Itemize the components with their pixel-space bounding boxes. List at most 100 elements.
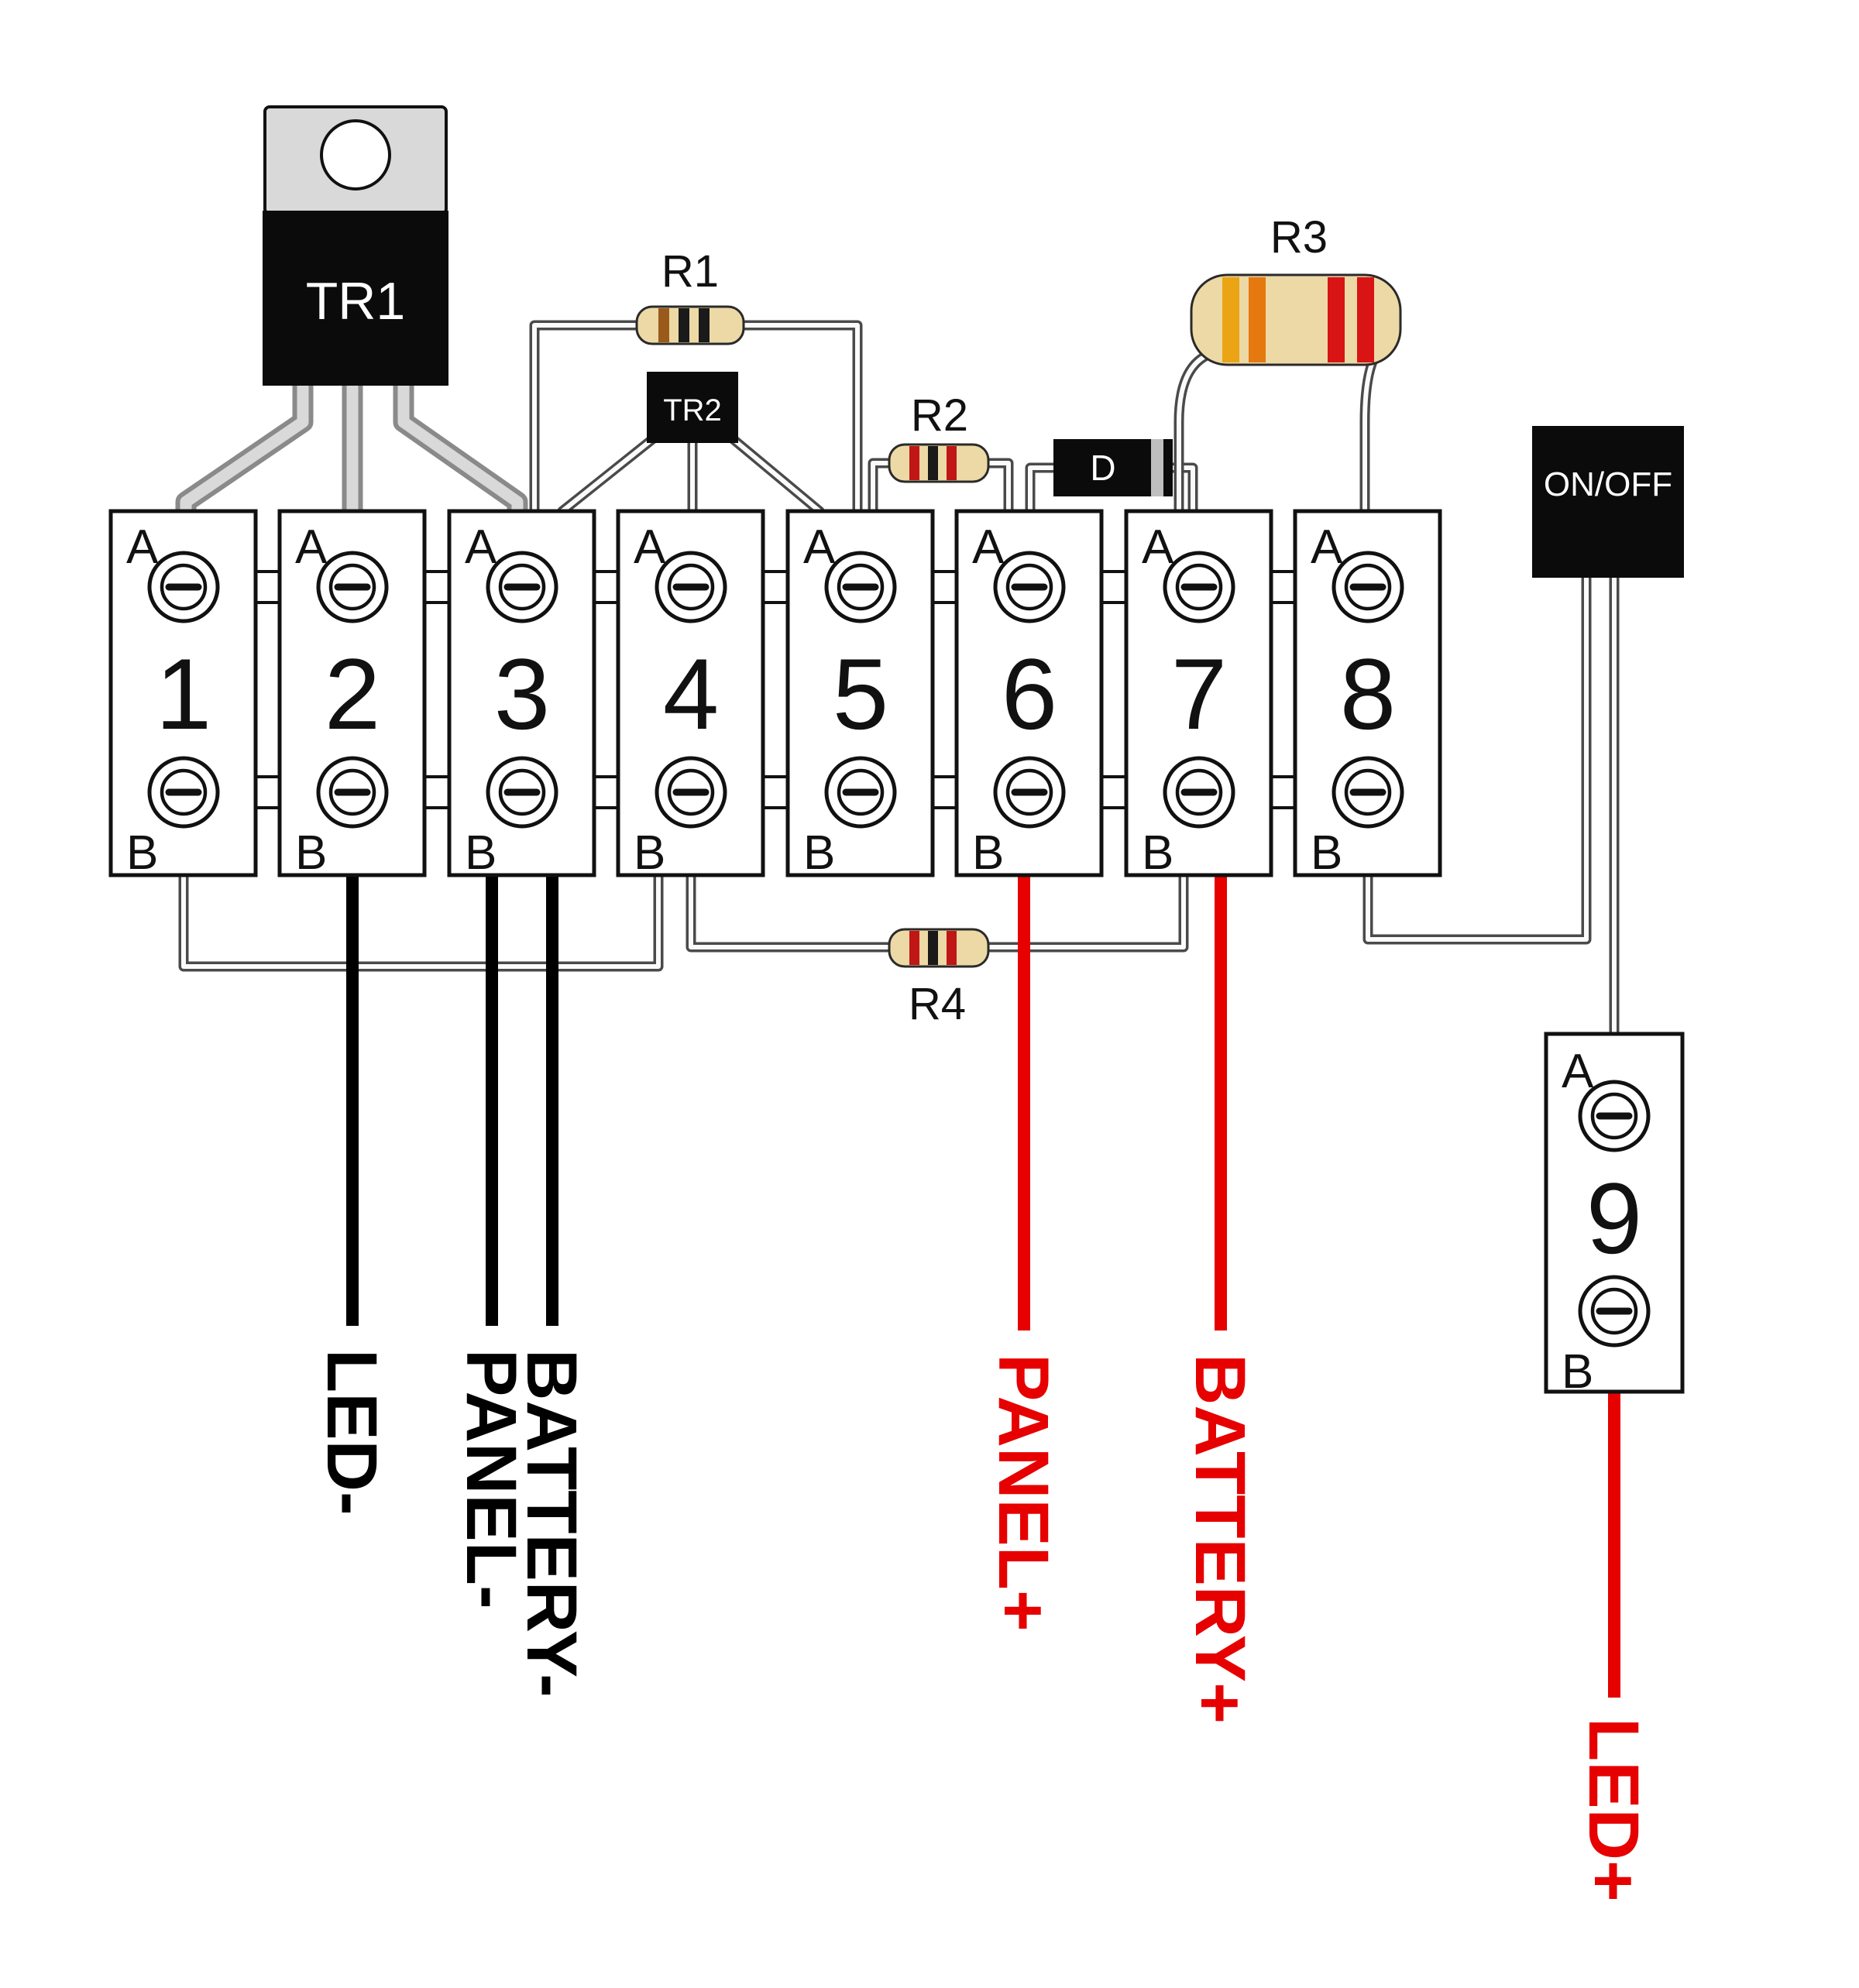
terminal-block-7: A 7 B: [1124, 509, 1273, 880]
wire-label-battery-positive: BATTERY+: [1180, 1354, 1259, 1724]
wire-r2-to-block6: [983, 458, 1014, 517]
r1-band: [658, 308, 669, 342]
wire-r4-to-block7: [981, 870, 1189, 953]
power-wires: [346, 875, 1620, 1698]
resistor-r4: R4: [888, 928, 990, 1029]
resistor-r3: R3: [1190, 212, 1402, 366]
diode-d: D: [1053, 439, 1173, 496]
terminal-block-1: A 1 B: [108, 509, 258, 880]
terminal-block-5: A 5 B: [785, 509, 935, 880]
terminal-number: 7: [1171, 637, 1227, 750]
terminal-label-a: A: [1562, 1045, 1594, 1098]
r4-label: R4: [909, 979, 966, 1029]
r3-band: [1222, 277, 1239, 362]
r2-band: [909, 446, 919, 480]
tr1-body: [263, 211, 448, 386]
switch-label: ON/OFF: [1544, 465, 1672, 503]
transistor-tr2: TR2: [647, 372, 738, 443]
wire-tr2-right-leg: [729, 435, 822, 513]
r2-band: [947, 446, 957, 480]
wire-labels: LED- PANEL- BATTERY- PANEL+ BATTERY+ LED…: [312, 1349, 1653, 1902]
wire-block1-to-block4: [181, 873, 661, 969]
tr1-label: TR1: [306, 272, 405, 331]
r4-band: [928, 931, 938, 965]
terminal-label-a: A: [803, 520, 836, 574]
wire-block4-to-r4: [686, 870, 898, 953]
wire-r2-to-block5: [868, 458, 896, 517]
r1-label: R1: [661, 246, 719, 297]
r3-label: R3: [1270, 212, 1328, 263]
wire-block4-to-r4: [689, 873, 895, 949]
diode-label: D: [1090, 448, 1115, 488]
wire-r1-to-block3: [529, 320, 642, 517]
wire-label-battery-negative: BATTERY-: [512, 1349, 591, 1698]
diode-cathode-stripe: [1151, 439, 1163, 496]
terminal-number: 4: [663, 637, 719, 750]
wire-diode-to-block6: [1025, 462, 1060, 517]
terminal-label-a: A: [1311, 520, 1343, 574]
wire-block8-to-switch: [1366, 575, 1589, 942]
wire-r1-to-block3: [532, 323, 639, 513]
resistor-r1: R1: [635, 246, 745, 345]
wire-label-led-positive: LED+: [1574, 1718, 1653, 1902]
terminal-label-a: A: [295, 520, 328, 574]
hookup-wires: [175, 320, 1620, 1043]
r1-band: [699, 308, 710, 342]
r4-band: [947, 931, 957, 965]
r3-band: [1249, 277, 1266, 362]
switch-body: [1532, 426, 1684, 578]
resistor-r2: R2: [888, 390, 990, 483]
terminal-number: 8: [1340, 637, 1396, 750]
wire-label-panel-negative: PANEL-: [452, 1349, 531, 1609]
terminal-number: 3: [494, 637, 550, 750]
terminal-label-b: B: [295, 826, 327, 880]
transistor-tr1: TR1: [263, 105, 448, 386]
terminal-number: 5: [833, 637, 888, 750]
r1-body: [635, 305, 745, 345]
terminal-block-8: A 8 B: [1293, 509, 1442, 880]
terminal-number: 1: [156, 637, 211, 750]
tr1-mounting-hole: [320, 119, 391, 191]
r2-label: R2: [911, 390, 968, 441]
terminal-label-b: B: [972, 826, 1004, 880]
r4-body: [888, 928, 990, 968]
wire-tr2-left-leg: [560, 435, 657, 513]
wire-r4-to-block7: [984, 873, 1186, 949]
tr1-leg-left: [180, 386, 309, 511]
wire-r2-to-block6: [986, 461, 1011, 513]
terminal-label-a: A: [972, 520, 1005, 574]
terminal-label-a: A: [126, 520, 159, 574]
terminal-label-b: B: [1311, 826, 1342, 880]
terminal-block-3: A 3 B: [447, 509, 596, 880]
terminal-block-4: A 4 B: [616, 509, 765, 880]
terminal-label-a: A: [465, 520, 497, 574]
on-off-switch: ON/OFF: [1532, 426, 1684, 578]
r2-body: [888, 443, 990, 483]
r3-band: [1328, 277, 1345, 362]
terminal-label-a: A: [1142, 520, 1174, 574]
wire-label-led-negative: LED-: [312, 1349, 391, 1516]
terminal-label-b: B: [803, 826, 835, 880]
tr1-leg-right: [397, 386, 524, 511]
wire-r2-to-block5: [871, 461, 893, 513]
r3-body: [1190, 273, 1402, 366]
terminal-block-2: A 2 B: [277, 509, 427, 880]
terminal-label-b: B: [1142, 826, 1173, 880]
terminal-label-b: B: [1562, 1345, 1593, 1399]
tr2-body: [647, 372, 738, 443]
terminal-label-b: B: [634, 826, 665, 880]
r1-band: [679, 308, 689, 342]
wire-block1-to-block4: [178, 870, 664, 972]
terminal-strip-links: [256, 570, 1295, 809]
tr2-label: TR2: [663, 393, 722, 427]
r3-band: [1357, 277, 1374, 362]
terminal-label-a: A: [634, 520, 666, 574]
wire-diode-to-block6: [1028, 465, 1057, 513]
wire-r1-to-block5: [738, 320, 863, 517]
r4-band: [909, 931, 919, 965]
terminal-label-b: B: [126, 826, 158, 880]
r2-band: [928, 446, 938, 480]
wire-label-panel-positive: PANEL+: [984, 1354, 1063, 1632]
wire-r1-to-block5: [741, 323, 860, 513]
